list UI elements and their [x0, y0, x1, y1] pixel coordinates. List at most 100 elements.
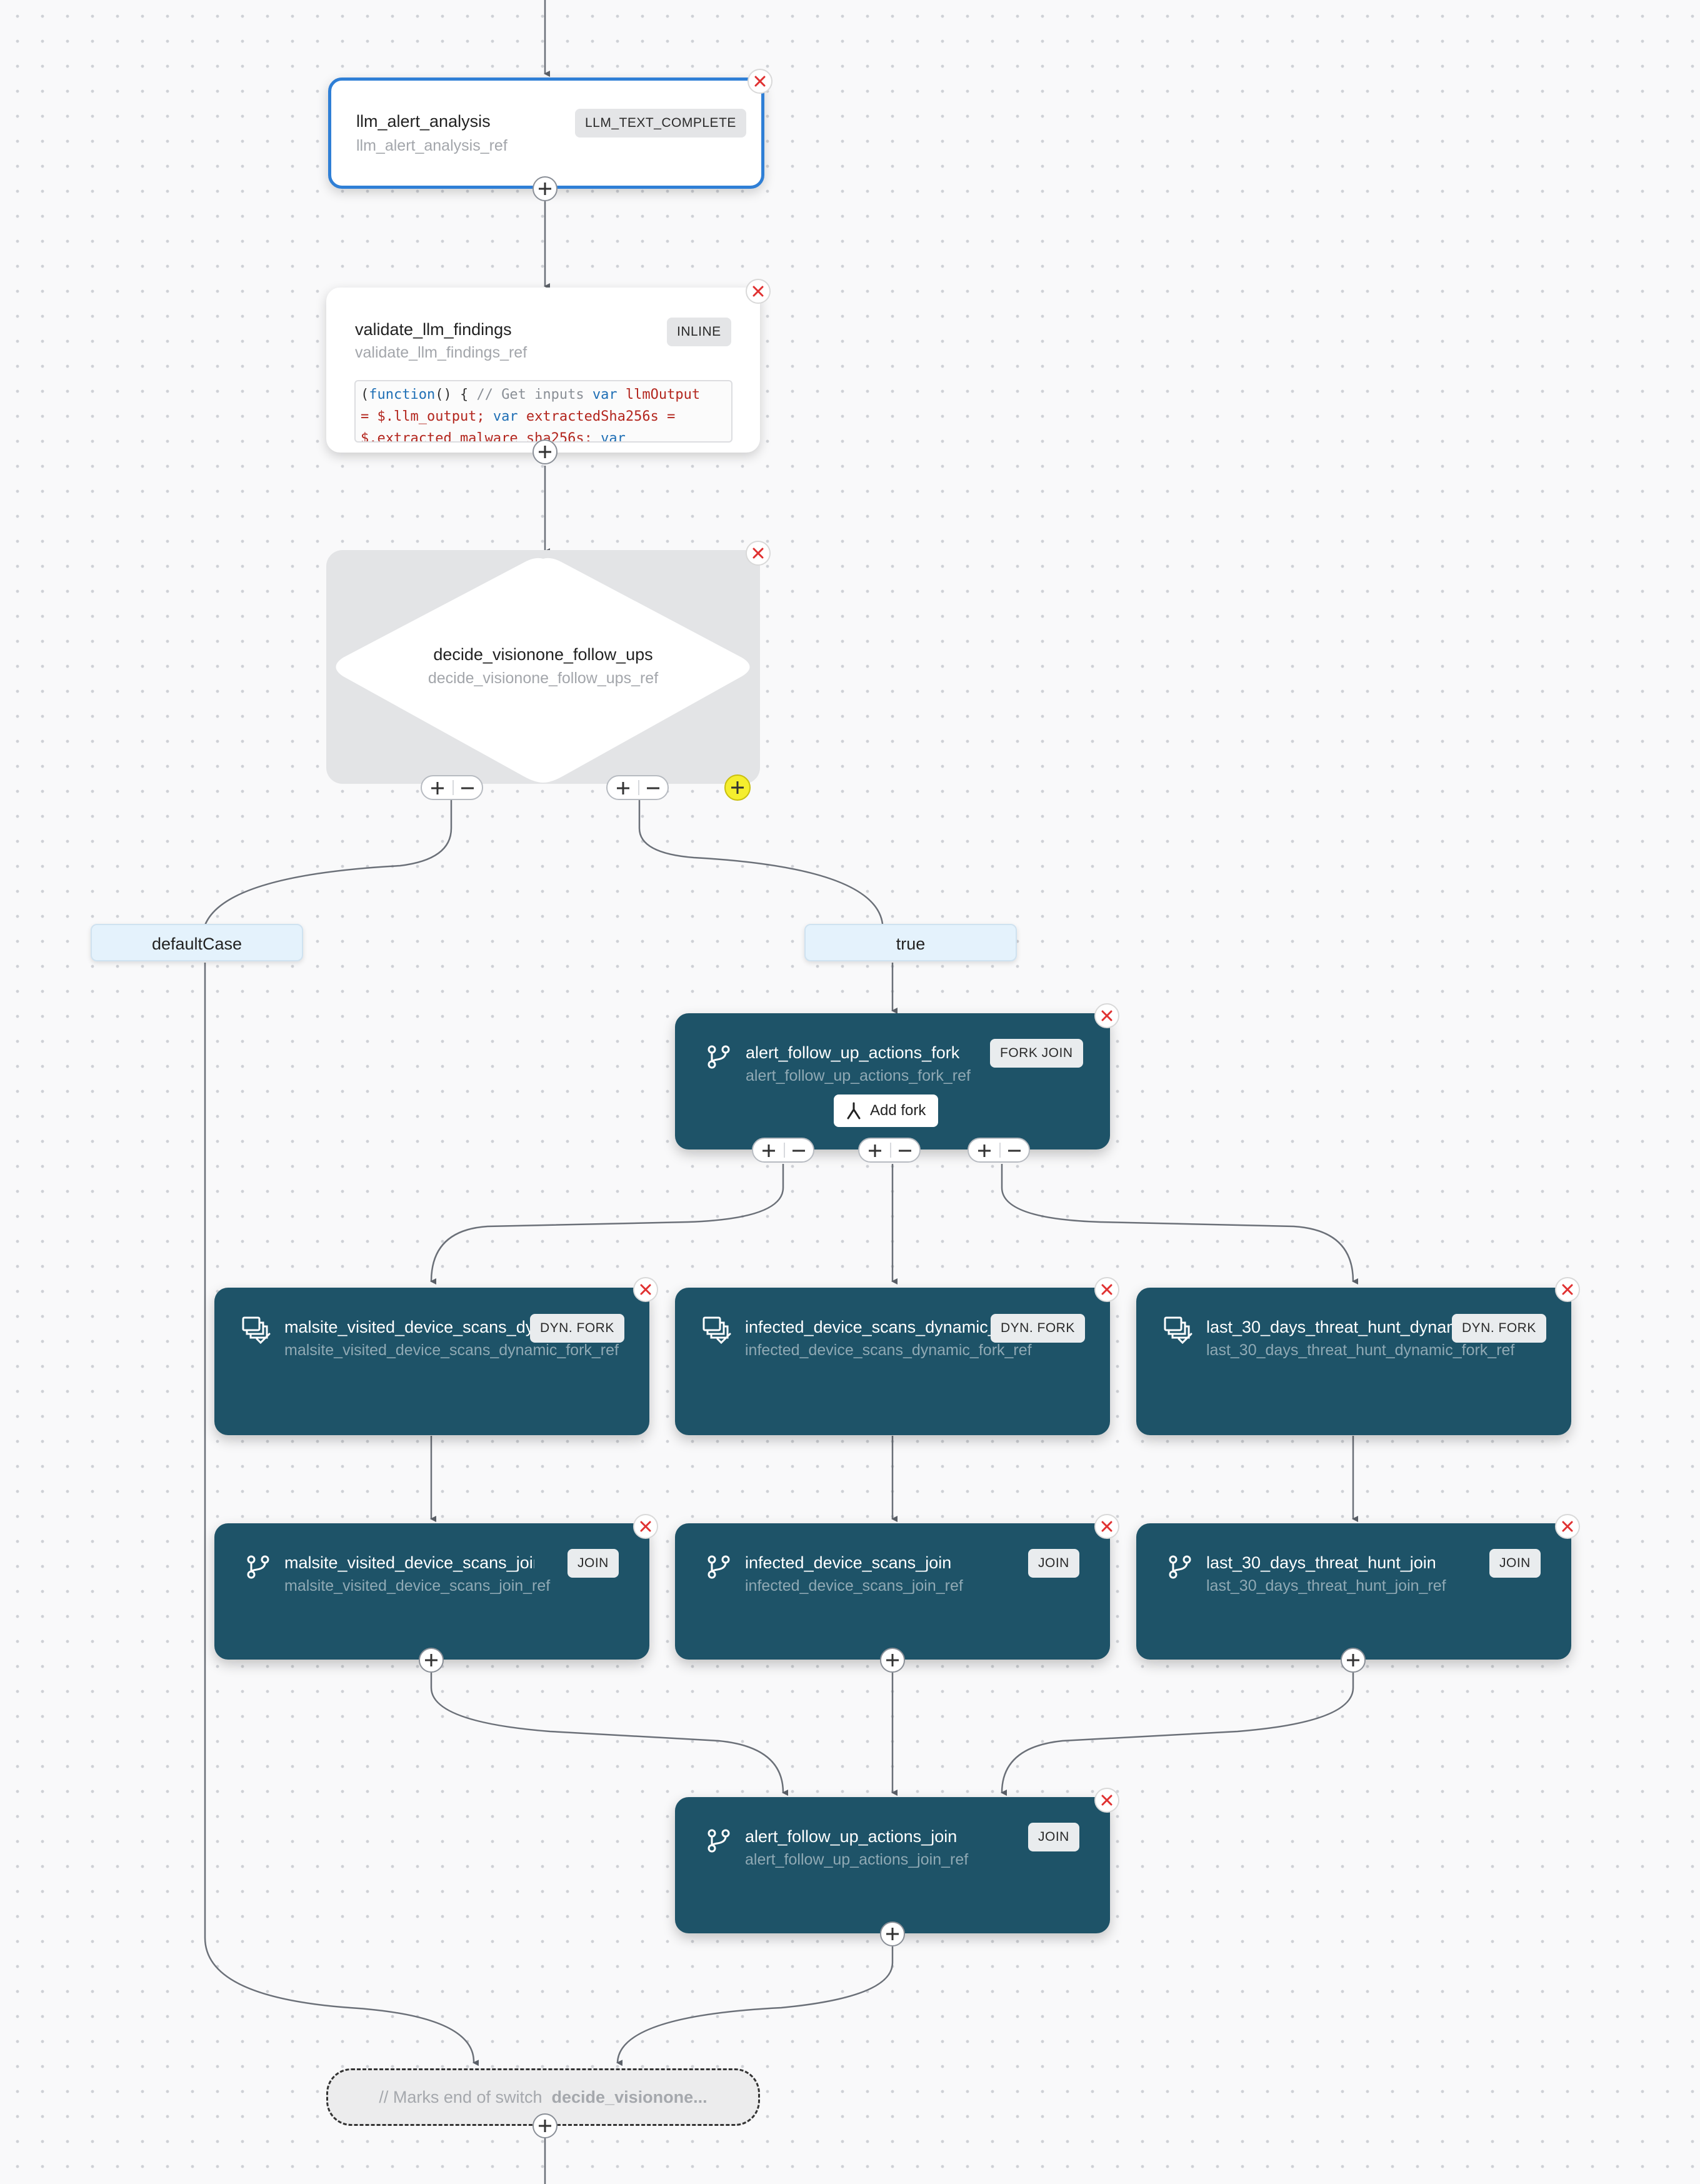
add-branch-task-button[interactable]: [859, 1139, 889, 1161]
join-icon: [247, 1555, 269, 1579]
add-case-task-button[interactable]: [422, 776, 452, 799]
task-type-badge: LLM_TEXT_COMPLETE: [575, 109, 746, 138]
fork-branch-controls-1: [752, 1138, 814, 1163]
plus-icon: [731, 781, 744, 794]
node-ref: llm_alert_analysis_ref: [356, 137, 508, 154]
task-type-badge: FORK JOIN: [990, 1039, 1083, 1068]
node-ref: infected_device_scans_join_ref: [745, 1577, 963, 1595]
close-icon: [1101, 1284, 1112, 1295]
node-infected-device-scans-join[interactable]: infected_device_scans_join infected_devi…: [675, 1523, 1110, 1660]
fork-branch-controls-3: [968, 1138, 1030, 1163]
add-task-button[interactable]: [1341, 1648, 1366, 1673]
add-branch-task-button[interactable]: [969, 1139, 999, 1161]
edge-decide-to-true: [638, 800, 884, 924]
delete-node-button[interactable]: [1555, 1277, 1580, 1302]
edge-fork-to-malsite: [430, 1164, 784, 1285]
node-llm-alert-analysis[interactable]: llm_alert_analysis llm_alert_analysis_re…: [328, 78, 764, 189]
remove-branch-button[interactable]: [783, 1139, 813, 1161]
add-task-button[interactable]: [880, 1648, 905, 1673]
delete-node-button[interactable]: [748, 69, 772, 94]
delete-node-button[interactable]: [633, 1514, 658, 1539]
end-switch-name: decide_visionone...: [551, 2088, 708, 2106]
delete-node-button[interactable]: [1094, 1514, 1119, 1539]
task-type-badge: JOIN: [1028, 1549, 1079, 1578]
task-type-badge: DYN. FORK: [1452, 1314, 1546, 1343]
add-case-button[interactable]: [724, 774, 751, 801]
close-icon: [1562, 1521, 1573, 1532]
add-task-button[interactable]: [532, 2113, 558, 2138]
remove-case-button[interactable]: [638, 776, 668, 799]
add-task-button[interactable]: [880, 1921, 905, 1946]
task-type-badge: INLINE: [667, 318, 731, 346]
delete-node-button[interactable]: [1094, 1277, 1119, 1302]
node-validate-llm-findings[interactable]: validate_llm_findings validate_llm_findi…: [326, 288, 760, 453]
task-type-badge: JOIN: [568, 1549, 619, 1578]
close-icon: [640, 1521, 651, 1532]
node-title: malsite_visited_device_scans_dynamic_for…: [284, 1318, 534, 1336]
node-malsite-visited-device-scans-dynamic-fork[interactable]: malsite_visited_device_scans_dynamic_for…: [214, 1288, 649, 1435]
node-last-30-days-threat-hunt-dynamic-fork[interactable]: last_30_days_threat_hunt_dynamic_fork la…: [1136, 1288, 1571, 1435]
add-task-button[interactable]: [419, 1648, 444, 1673]
node-ref: infected_device_scans_dynamic_fork_ref: [745, 1341, 1032, 1359]
node-alert-follow-up-actions-fork[interactable]: alert_follow_up_actions_fork alert_follo…: [675, 1013, 1110, 1150]
add-branch-task-button[interactable]: [753, 1139, 783, 1161]
add-case-task-button[interactable]: [608, 776, 638, 799]
node-title: decide_visionone_follow_ups: [433, 645, 653, 664]
delete-node-button[interactable]: [1094, 1003, 1119, 1028]
end-switch-comment: // Marks end of switch: [379, 2088, 542, 2106]
node-ref: malsite_visited_device_scans_dynamic_for…: [284, 1341, 619, 1359]
join-icon: [1169, 1555, 1191, 1579]
dynamic-fork-icon: [702, 1316, 731, 1345]
node-malsite-visited-device-scans-join[interactable]: malsite_visited_device_scans_join malsit…: [214, 1523, 649, 1660]
add-task-button[interactable]: [532, 439, 558, 464]
node-title: malsite_visited_device_scans_join: [284, 1553, 534, 1572]
case-label-default[interactable]: defaultCase: [91, 924, 303, 961]
edge-malsite-join-to-join: [430, 1673, 789, 1796]
delete-node-button[interactable]: [746, 541, 771, 566]
task-type-badge: JOIN: [1489, 1549, 1541, 1578]
join-icon: [708, 1555, 730, 1579]
delete-node-button[interactable]: [633, 1277, 658, 1302]
case-label-true[interactable]: true: [804, 924, 1017, 961]
add-fork-button[interactable]: Add fork: [834, 1095, 939, 1127]
delete-node-button[interactable]: [1555, 1514, 1580, 1539]
edge-last30-join-to-join: [1001, 1673, 1354, 1796]
node-ref: malsite_visited_device_scans_join_ref: [284, 1577, 551, 1595]
fork-icon: [847, 1102, 861, 1120]
node-title: validate_llm_findings: [355, 320, 512, 339]
node-title: alert_follow_up_actions_join: [745, 1827, 958, 1846]
remove-case-button[interactable]: [452, 776, 482, 799]
close-icon: [1562, 1284, 1573, 1295]
node-infected-device-scans-dynamic-fork[interactable]: infected_device_scans_dynamic_fork infec…: [675, 1288, 1110, 1435]
task-type-badge: DYN. FORK: [530, 1314, 624, 1343]
add-fork-label: Add fork: [870, 1102, 926, 1119]
plus-icon: [539, 183, 551, 195]
node-title: infected_device_scans_dynamic_fork: [745, 1318, 995, 1336]
remove-branch-button[interactable]: [889, 1139, 919, 1161]
node-alert-follow-up-actions-join[interactable]: alert_follow_up_actions_join alert_follo…: [675, 1797, 1110, 1933]
close-icon: [752, 548, 764, 559]
node-ref: validate_llm_findings_ref: [355, 344, 528, 361]
node-last-30-days-threat-hunt-join[interactable]: last_30_days_threat_hunt_join last_30_da…: [1136, 1523, 1571, 1660]
delete-node-button[interactable]: [1094, 1788, 1119, 1813]
edge-join-to-end: [616, 1946, 894, 2066]
node-title: alert_follow_up_actions_fork: [746, 1043, 960, 1062]
case-controls-true: [606, 775, 669, 800]
inline-code-preview: (function() { // Get inputs var llmOutpu…: [354, 380, 732, 443]
edge-fork-to-last30: [1001, 1164, 1359, 1285]
node-decide-visionone-follow-ups[interactable]: decide_visionone_follow_ups decide_visio…: [326, 550, 760, 784]
fork-join-icon: [708, 1045, 730, 1069]
plus-icon: [886, 1928, 899, 1940]
plus-icon: [539, 2120, 551, 2132]
dynamic-fork-icon: [242, 1316, 271, 1345]
node-ref: decide_visionone_follow_ups_ref: [428, 669, 659, 687]
edge-decide-to-default: [204, 800, 452, 926]
node-title: infected_device_scans_join: [745, 1553, 952, 1572]
add-task-button[interactable]: [532, 176, 558, 201]
remove-branch-button[interactable]: [999, 1139, 1029, 1161]
node-title: last_30_days_threat_hunt_join: [1206, 1553, 1436, 1572]
delete-node-button[interactable]: [746, 279, 771, 304]
node-title: last_30_days_threat_hunt_dynamic_fork: [1206, 1318, 1456, 1336]
plus-icon: [1347, 1654, 1359, 1666]
